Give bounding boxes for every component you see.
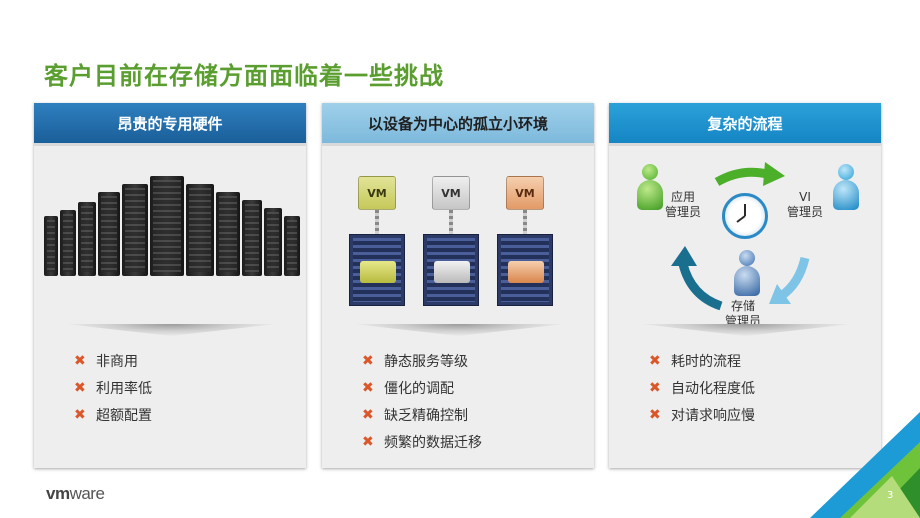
storage-array-icon [349, 234, 405, 306]
card-header: 复杂的流程 [609, 103, 881, 143]
clock-icon [722, 193, 768, 239]
x-mark-icon: ✖ [74, 352, 86, 369]
page-title: 客户目前在存储方面面临着一些挑战 [44, 62, 444, 90]
corner-decoration [810, 412, 920, 518]
x-mark-icon: ✖ [362, 352, 374, 369]
server-racks-icon [44, 176, 300, 276]
vm-tile: VM [506, 176, 544, 210]
person-icon [833, 164, 859, 210]
list-item: ✖超额配置 [74, 406, 152, 424]
chain-link-icon [449, 210, 453, 234]
bullet-list: ✖静态服务等级 ✖僵化的调配 ✖缺乏精确控制 ✖频繁的数据迁移 [362, 347, 482, 455]
bullet-list: ✖耗时的流程 ✖自动化程度低 ✖对请求响应慢 [649, 347, 755, 428]
vmware-logo: vmware [46, 484, 105, 503]
page-number: 3 [887, 490, 894, 501]
storage-array-icon [423, 234, 479, 306]
person-icon [734, 250, 760, 296]
vm-tile: VM [358, 176, 396, 210]
bullet-list: ✖非商用 ✖利用率低 ✖超额配置 [74, 347, 152, 428]
list-item: ✖静态服务等级 [362, 352, 468, 370]
card-expensive-hardware: 昂贵的专用硬件 ✖非商用 ✖利用率低 ✖超额配置 [34, 103, 306, 468]
storage-array-icon [497, 234, 553, 306]
list-item: ✖耗时的流程 [649, 352, 741, 370]
process-cycle-arrows [671, 162, 810, 311]
x-mark-icon: ✖ [649, 352, 661, 369]
chain-link-icon [375, 210, 379, 234]
reflection-divider [354, 324, 564, 336]
card-device-silos: 以设备为中心的孤立小环境 VM VM VM ✖静态服务等级 ✖僵化的调配 ✖缺乏… [322, 103, 594, 468]
list-item: ✖自动化程度低 [649, 379, 755, 397]
x-mark-icon: ✖ [649, 406, 661, 423]
x-mark-icon: ✖ [362, 379, 374, 396]
person-icon [637, 164, 663, 210]
x-mark-icon: ✖ [649, 379, 661, 396]
x-mark-icon: ✖ [362, 406, 374, 423]
chain-link-icon [523, 210, 527, 234]
card-header: 昂贵的专用硬件 [34, 103, 306, 143]
x-mark-icon: ✖ [74, 406, 86, 423]
x-mark-icon: ✖ [74, 379, 86, 396]
card-header: 以设备为中心的孤立小环境 [322, 103, 594, 143]
list-item: ✖利用率低 [74, 379, 152, 397]
x-mark-icon: ✖ [362, 433, 374, 450]
list-item: ✖频繁的数据迁移 [362, 433, 482, 451]
reflection-divider [641, 324, 851, 336]
reflection-divider [66, 324, 276, 336]
vm-tile: VM [432, 176, 470, 210]
list-item: ✖缺乏精确控制 [362, 406, 468, 424]
list-item: ✖非商用 [74, 352, 138, 370]
list-item: ✖僵化的调配 [362, 379, 454, 397]
app-admin-label: 应用管理员 [665, 190, 702, 219]
list-item: ✖对请求响应慢 [649, 406, 755, 424]
